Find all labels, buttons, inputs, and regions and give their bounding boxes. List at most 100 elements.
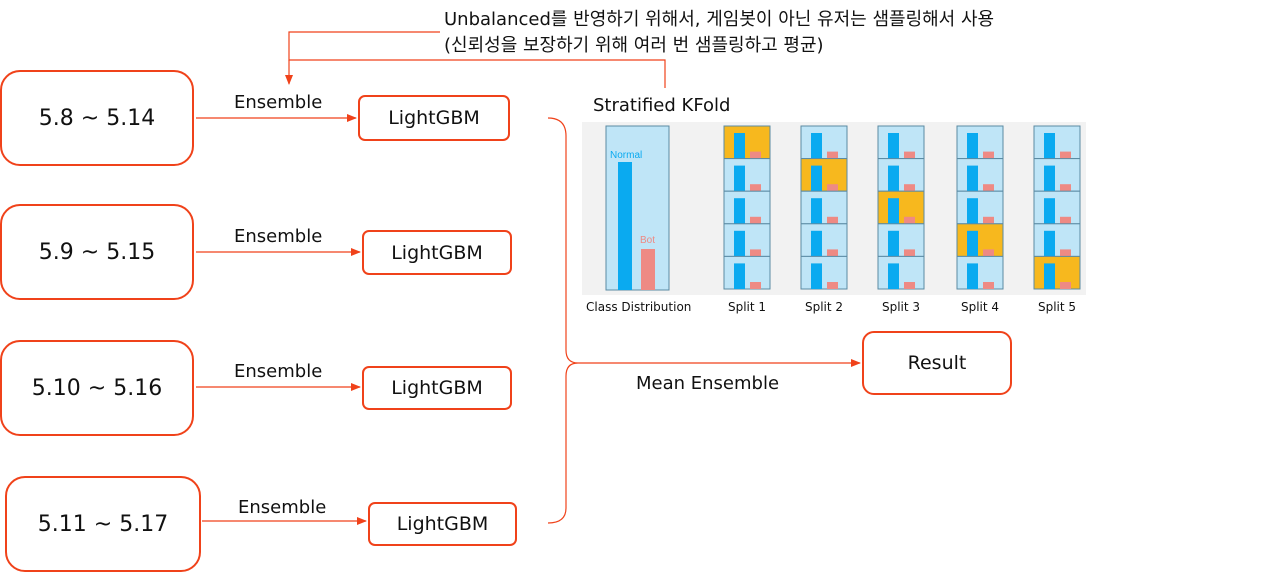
fold-normal-bar xyxy=(888,230,899,257)
ensemble-label-1: Ensemble xyxy=(234,92,323,113)
fold-normal-bar xyxy=(967,198,978,224)
fold-bot-bar xyxy=(1060,249,1071,257)
model-label: LightGBM xyxy=(388,107,480,129)
fold-cell xyxy=(1033,125,1081,160)
fold-cell xyxy=(956,223,1004,257)
fold-cell xyxy=(956,125,1004,160)
bot-bar xyxy=(641,249,655,290)
fold-normal-bar xyxy=(1044,263,1055,289)
class-distribution-frame xyxy=(605,125,670,291)
model-label: LightGBM xyxy=(396,513,489,535)
ensemble-label-4: Ensemble xyxy=(238,497,327,518)
fold-bot-bar xyxy=(983,282,994,289)
date-range-label: 5.8 ~ 5.14 xyxy=(38,105,156,131)
fold-cell xyxy=(1033,190,1081,225)
fold-bot-bar xyxy=(750,184,761,192)
fold-bot-bar xyxy=(1060,151,1071,159)
fold-bot-bar xyxy=(827,184,838,192)
fold-bot-bar xyxy=(904,249,915,257)
fold-bot-bar xyxy=(750,151,761,159)
fold-cell xyxy=(956,190,1004,225)
split-label-1: Split 1 xyxy=(727,300,767,314)
ensemble-label-3: Ensemble xyxy=(234,361,323,382)
fold-bot-bar xyxy=(827,282,838,289)
date-range-box-3: 5.10 ~ 5.16 xyxy=(0,340,194,436)
fold-cell xyxy=(1033,255,1081,290)
fold-cell xyxy=(800,255,848,290)
split-label-5: Split 5 xyxy=(1037,300,1077,314)
fold-normal-bar xyxy=(967,263,978,289)
fold-bot-bar xyxy=(827,216,838,224)
fold-normal-bar xyxy=(811,133,822,159)
normal-label: Normal xyxy=(610,150,642,161)
fold-normal-bar xyxy=(811,263,822,289)
annotation-line-2: (신뢰성을 보장하기 위해 여러 번 샘플링하고 평균) xyxy=(444,35,824,56)
kfold-title: Stratified KFold xyxy=(593,95,731,116)
fold-cell xyxy=(877,158,925,192)
fold-cell xyxy=(723,190,771,225)
annotation-line-1: Unbalanced를 반영하기 위해서, 게임봇이 아닌 유저는 샘플링해서 … xyxy=(444,9,995,30)
fold-cell xyxy=(877,125,925,160)
fold-normal-bar xyxy=(967,165,978,192)
fold-bot-bar xyxy=(750,249,761,257)
fold-bot-bar xyxy=(750,216,761,224)
fold-cell xyxy=(877,190,925,225)
fold-normal-bar xyxy=(888,198,899,224)
fold-normal-bar xyxy=(811,198,822,224)
fold-bot-bar xyxy=(983,151,994,159)
fold-bot-bar xyxy=(827,151,838,159)
ensemble-label-2: Ensemble xyxy=(234,226,323,247)
fold-normal-bar xyxy=(1044,230,1055,257)
fold-bot-bar xyxy=(983,249,994,257)
split-label-2: Split 2 xyxy=(804,300,844,314)
date-range-label: 5.11 ~ 5.17 xyxy=(37,511,169,537)
fold-bot-bar xyxy=(983,184,994,192)
fold-normal-bar xyxy=(811,230,822,257)
fold-normal-bar xyxy=(967,230,978,257)
lightgbm-box-3: LightGBM xyxy=(362,366,512,410)
fold-cell xyxy=(800,223,848,257)
fold-normal-bar xyxy=(888,263,899,289)
fold-bot-bar xyxy=(750,282,761,289)
fold-cell xyxy=(956,158,1004,192)
fold-cell xyxy=(800,158,848,192)
fold-cell xyxy=(877,255,925,290)
result-label: Result xyxy=(907,352,967,374)
mean-ensemble-label: Mean Ensemble xyxy=(636,373,780,394)
lightgbm-box-4: LightGBM xyxy=(368,502,517,546)
date-range-label: 5.10 ~ 5.16 xyxy=(31,375,163,401)
fold-normal-bar xyxy=(967,133,978,159)
fold-cell xyxy=(800,125,848,160)
fold-cell xyxy=(877,223,925,257)
split-label-3: Split 3 xyxy=(881,300,921,314)
lightgbm-box-2: LightGBM xyxy=(362,230,512,275)
fold-bot-bar xyxy=(1060,216,1071,224)
fold-bot-bar xyxy=(1060,282,1071,289)
merge-brace xyxy=(547,117,579,524)
fold-cell xyxy=(723,223,771,257)
fold-cell xyxy=(723,158,771,192)
date-range-box-1: 5.8 ~ 5.14 xyxy=(0,70,194,166)
fold-normal-bar xyxy=(888,133,899,159)
split-label-4: Split 4 xyxy=(960,300,1000,314)
fold-normal-bar xyxy=(1044,198,1055,224)
kfold-diagram: Normal Bot xyxy=(605,125,1081,291)
fold-bot-bar xyxy=(904,151,915,159)
fold-cell xyxy=(800,190,848,225)
fold-normal-bar xyxy=(1044,165,1055,192)
class-distribution-label: Class Distribution xyxy=(586,300,692,314)
fold-normal-bar xyxy=(734,165,745,192)
fold-normal-bar xyxy=(734,133,745,159)
fold-normal-bar xyxy=(734,198,745,224)
date-range-box-2: 5.9 ~ 5.15 xyxy=(0,204,194,300)
result-box: Result xyxy=(862,331,1012,395)
fold-normal-bar xyxy=(1044,133,1055,159)
fold-normal-bar xyxy=(888,165,899,192)
fold-normal-bar xyxy=(734,230,745,257)
date-range-label: 5.9 ~ 5.15 xyxy=(38,239,156,265)
fold-normal-bar xyxy=(811,165,822,192)
bot-label: Bot xyxy=(640,235,655,246)
date-range-box-4: 5.11 ~ 5.17 xyxy=(5,476,201,572)
fold-bot-bar xyxy=(827,249,838,257)
